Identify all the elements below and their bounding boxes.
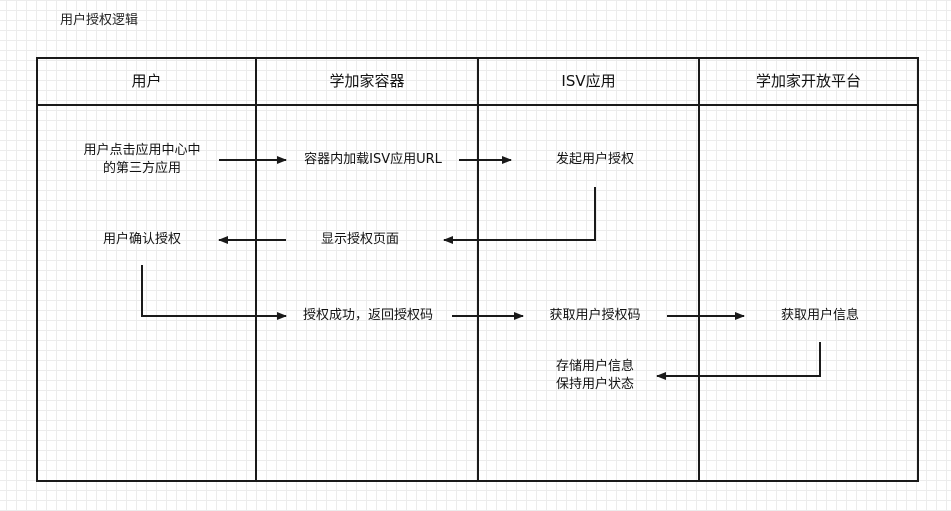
- node-start-user-auth-line: 发起用户授权: [555, 152, 635, 167]
- node-load-isv-url-line: 容器内加载ISV应用URL: [304, 152, 442, 167]
- node-auth-success: 授权成功，返回授权码: [301, 307, 435, 325]
- node-get-auth-code-line: 获取用户授权码: [549, 308, 641, 323]
- node-store-user-info-line-2: 保持用户状态: [555, 377, 635, 392]
- lane-divider-2: [477, 57, 479, 482]
- node-get-user-info: 获取用户信息: [779, 307, 861, 325]
- node-user-click-app: 用户点击应用中心中 的第三方应用: [81, 142, 202, 178]
- diagram-title: 用户授权逻辑: [60, 13, 139, 28]
- node-user-confirm-auth: 用户确认授权: [101, 231, 183, 249]
- node-get-auth-code: 获取用户授权码: [547, 307, 642, 325]
- lane-header-isv-app: ISV应用: [561, 72, 616, 90]
- node-load-isv-url: 容器内加载ISV应用URL: [302, 151, 444, 169]
- node-show-auth-page-line: 显示授权页面: [320, 232, 400, 247]
- node-store-user-info-line-1: 存储用户信息: [555, 359, 635, 374]
- lane-header-container: 学加家容器: [329, 72, 405, 90]
- lane-header-user: 用户: [131, 72, 162, 90]
- node-start-user-auth: 发起用户授权: [554, 151, 636, 169]
- node-show-auth-page: 显示授权页面: [319, 231, 401, 249]
- lane-divider-1: [255, 57, 257, 482]
- node-user-click-app-line-1: 用户点击应用中心中: [83, 143, 201, 158]
- lane-divider-3: [698, 57, 700, 482]
- node-get-user-info-line: 获取用户信息: [780, 308, 860, 323]
- node-auth-success-line: 授权成功，返回授权码: [302, 308, 434, 323]
- node-user-confirm-auth-line: 用户确认授权: [102, 232, 182, 247]
- lane-header-open-platform: 学加家开放平台: [755, 72, 861, 90]
- node-user-click-app-line-2: 的第三方应用: [102, 161, 182, 176]
- node-store-user-info: 存储用户信息 保持用户状态: [554, 358, 636, 394]
